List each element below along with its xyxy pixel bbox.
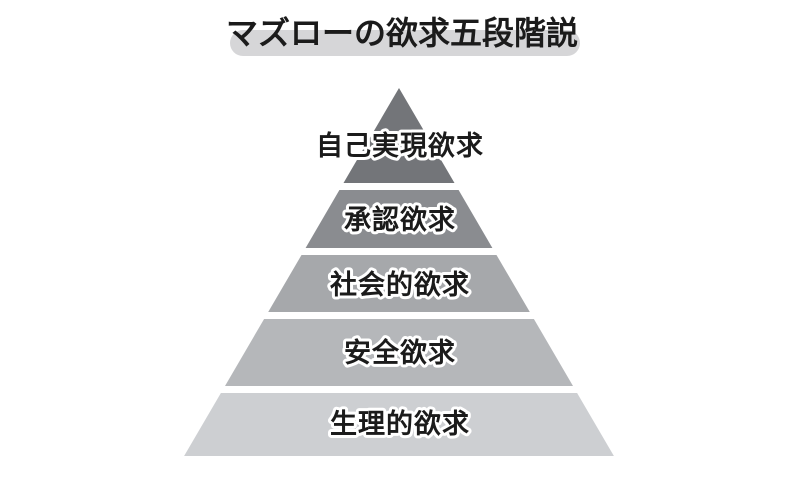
pyramid-level-2-shape — [305, 190, 493, 248]
pyramid-level-1-label: 自己実現欲求 — [316, 130, 484, 161]
pyramid-level-1-shape — [343, 88, 455, 183]
title-highlight-pill — [230, 30, 580, 56]
title-group: マズローの欲求五段階説 — [226, 15, 580, 56]
pyramid-level-3-shape — [268, 255, 530, 312]
pyramid-level-2-label: 承認欲求 — [344, 204, 456, 235]
pyramid-level-3-label: 社会的欲求 — [330, 269, 470, 300]
pyramid-level-4-label: 安全欲求 — [344, 337, 456, 368]
diagram-title: マズローの欲求五段階説 — [226, 15, 578, 51]
pyramid-level-5-label: 生理的欲求 — [330, 408, 470, 439]
pyramid-level-5-shape — [184, 393, 614, 456]
pyramid-level-4-shape — [225, 319, 573, 386]
